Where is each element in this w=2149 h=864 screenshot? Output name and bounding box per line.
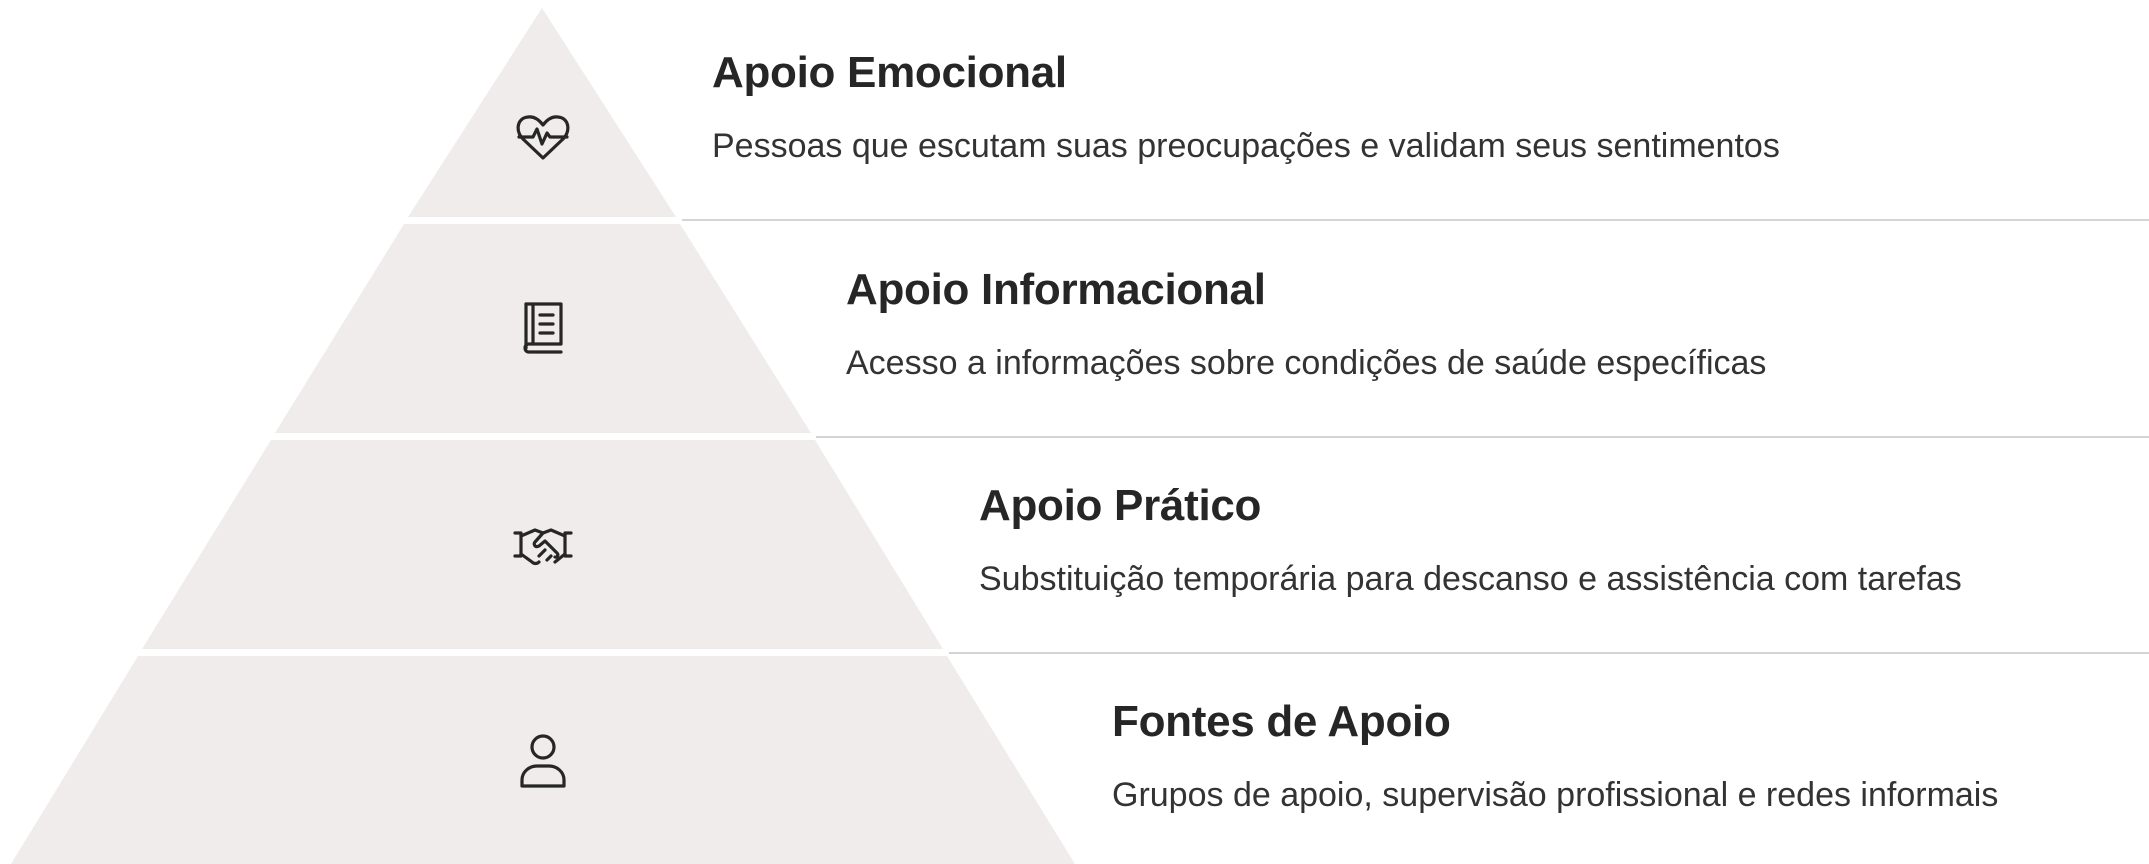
tier-band-2: [275, 224, 811, 433]
tier-3-title: Apoio Prático: [979, 481, 1262, 530]
tier-band-4: [11, 656, 1075, 864]
tier-1-description: Pessoas que escutam suas preocupações e …: [712, 127, 1780, 165]
tier-2-title: Apoio Informacional: [846, 265, 1266, 314]
tier-4-description: Grupos de apoio, supervisão profissional…: [1112, 776, 1999, 814]
book-icon: [511, 294, 575, 358]
tier-band-1: [408, 8, 676, 217]
tier-4-title: Fontes de Apoio: [1112, 697, 1451, 746]
tier-3-text: Apoio Prático Substituição temporária pa…: [979, 480, 1962, 600]
tier-3-description: Substituição temporária para descanso e …: [979, 560, 1962, 598]
user-icon: [511, 728, 575, 792]
tier-1-title: Apoio Emocional: [712, 48, 1067, 97]
tier-4-text: Fontes de Apoio Grupos de apoio, supervi…: [1112, 696, 1998, 816]
heart-pulse-icon: [511, 106, 575, 170]
tier-2-text: Apoio Informacional Acesso a informações…: [846, 264, 1766, 384]
tier-1-text: Apoio Emocional Pessoas que escutam suas…: [712, 47, 1780, 167]
tier-2-description: Acesso a informações sobre condições de …: [846, 344, 1767, 382]
handshake-icon: [511, 512, 575, 576]
